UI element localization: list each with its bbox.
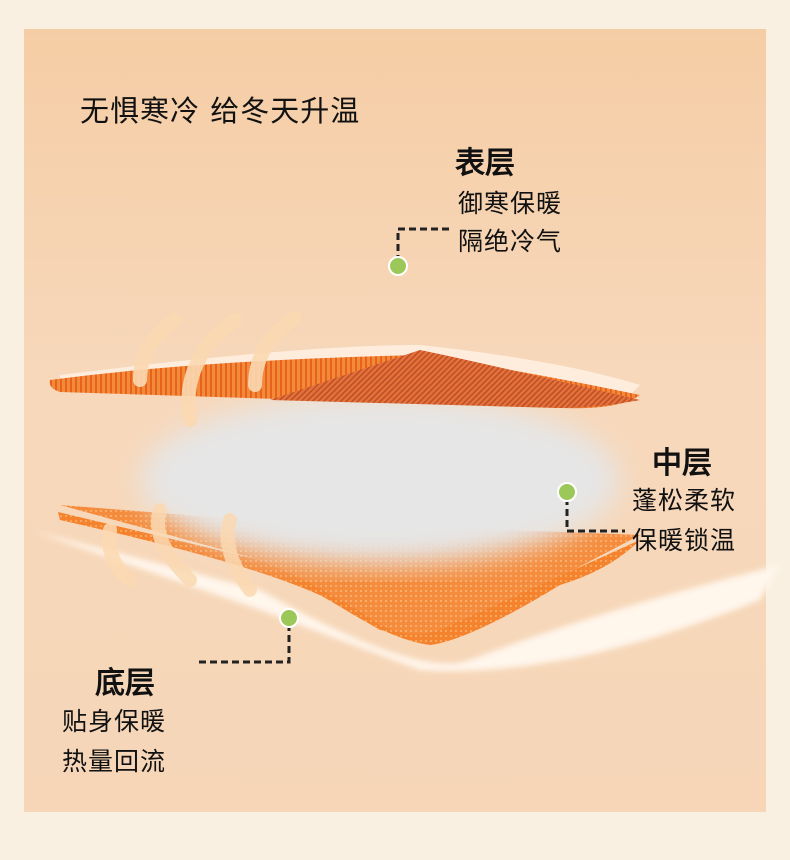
top-layer-line-2: 隔绝冷气 xyxy=(458,227,563,256)
callout-dot-bottom xyxy=(279,608,299,628)
heat-arrows-up xyxy=(102,503,257,597)
callout-dot-top xyxy=(388,256,408,276)
callout-bottom xyxy=(195,624,291,664)
bottom-layer xyxy=(58,512,640,645)
callout-middle xyxy=(565,498,625,533)
heat-arrows-down xyxy=(133,311,302,427)
bottom-layer-line-2: 热量回流 xyxy=(62,747,167,776)
callout-dot-middle xyxy=(557,482,577,502)
callout-top xyxy=(396,227,450,262)
top-layer-title: 表层 xyxy=(455,146,515,181)
middle-layer-fill xyxy=(140,395,620,565)
bottom-layer-title: 底层 xyxy=(95,666,155,701)
middle-layer-line-2: 保暖锁温 xyxy=(632,526,737,555)
bottom-layer-base xyxy=(30,530,780,672)
middle-layer-title: 中层 xyxy=(652,446,712,481)
middle-layer-line-1: 蓬松柔软 xyxy=(632,486,737,515)
headline: 无惧寒冷 给冬天升温 xyxy=(80,94,361,128)
bottom-layer-line-1: 贴身保暖 xyxy=(62,707,167,736)
top-layer-inner xyxy=(270,350,640,408)
top-layer-line-1: 御寒保暖 xyxy=(458,189,563,218)
